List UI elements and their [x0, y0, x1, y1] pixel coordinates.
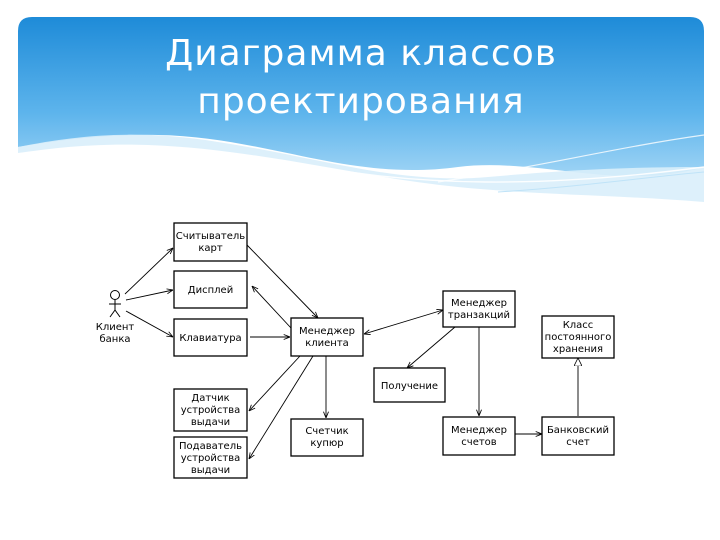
svg-text:выдачи: выдачи [191, 465, 230, 476]
svg-text:Класс: Класс [563, 320, 594, 331]
diagram-edges [124, 244, 578, 459]
class-dispenser-sensor: Датчик устройства выдачи [173, 388, 248, 432]
svg-text:Клиент: Клиент [96, 322, 135, 333]
svg-text:счетов: счетов [461, 437, 497, 448]
svg-text:клиента: клиента [305, 338, 349, 349]
class-transaction-manager: Менеджер транзакций [442, 290, 516, 328]
class-display: Дисплей [173, 270, 248, 309]
svg-text:выдачи: выдачи [191, 417, 230, 428]
class-account-manager: Менеджер счетов [442, 416, 516, 456]
svg-text:Банковский: Банковский [547, 425, 609, 436]
svg-text:Датчик: Датчик [191, 393, 229, 404]
slide-title: Диаграмма классов проектирования [18, 30, 704, 126]
class-bill-counter: Счетчик купюр [290, 418, 364, 457]
class-card-reader: Считыватель карт [173, 222, 248, 262]
svg-text:Подаватель: Подаватель [179, 441, 242, 452]
class-client-manager: Менеджер клиента [290, 317, 364, 357]
svg-text:транзакций: транзакций [448, 310, 510, 321]
title-line-2: проектирования [197, 81, 525, 122]
svg-text:хранения: хранения [553, 344, 603, 355]
svg-text:счет: счет [566, 437, 590, 448]
svg-text:банка: банка [99, 334, 130, 345]
svg-text:устройства: устройства [181, 405, 241, 416]
svg-text:Дисплей: Дисплей [188, 285, 233, 296]
title-line-1: Диаграмма классов [165, 33, 557, 74]
svg-text:Менеджер: Менеджер [451, 298, 507, 309]
svg-text:Получение: Получение [381, 381, 438, 392]
svg-text:купюр: купюр [310, 438, 343, 449]
svg-text:устройства: устройства [181, 453, 241, 464]
svg-text:Менеджер: Менеджер [451, 425, 507, 436]
class-receipt: Получение [373, 367, 446, 403]
class-persistent-storage: Класс постоянного хранения [541, 315, 615, 359]
class-keyboard: Клавиатура [173, 318, 248, 357]
svg-text:карт: карт [198, 243, 223, 254]
actor-bank-client-label: Клиент банка [96, 322, 135, 345]
svg-text:постоянного: постоянного [545, 332, 612, 343]
class-dispenser-feeder: Подаватель устройства выдачи [173, 436, 248, 479]
svg-text:Менеджер: Менеджер [299, 326, 355, 337]
svg-text:Счетчик: Счетчик [305, 426, 348, 437]
actor-bank-client-icon [109, 290, 121, 318]
class-bank-account: Банковский счет [541, 416, 615, 456]
svg-text:Считыватель: Считыватель [176, 231, 246, 242]
svg-text:Клавиатура: Клавиатура [179, 333, 241, 344]
slide-header-banner [18, 17, 704, 202]
